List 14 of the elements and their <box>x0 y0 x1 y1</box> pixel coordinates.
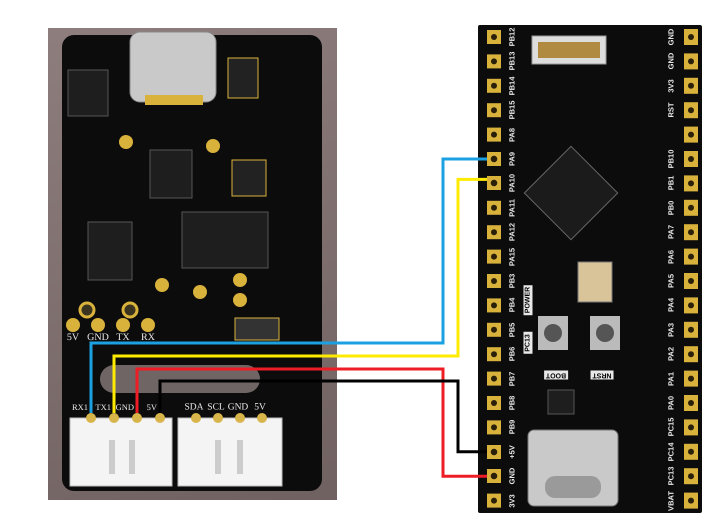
pin-label: SDA <box>184 403 204 413</box>
pin-label: GND <box>116 402 134 411</box>
pin-label: GND <box>87 333 109 343</box>
pin-label: 5V <box>254 403 266 413</box>
pin-label: TX <box>116 333 130 343</box>
pin-label: TX1 <box>95 402 111 411</box>
pin-label: 5V <box>66 333 80 343</box>
pin-label: RX1 <box>72 402 88 411</box>
pin-label: RX <box>141 333 155 343</box>
pin-label: 5V <box>146 402 157 411</box>
pin-label: GND <box>228 403 248 413</box>
wire <box>158 380 487 454</box>
wire <box>136 368 487 478</box>
pin-label: SCL <box>207 403 225 413</box>
